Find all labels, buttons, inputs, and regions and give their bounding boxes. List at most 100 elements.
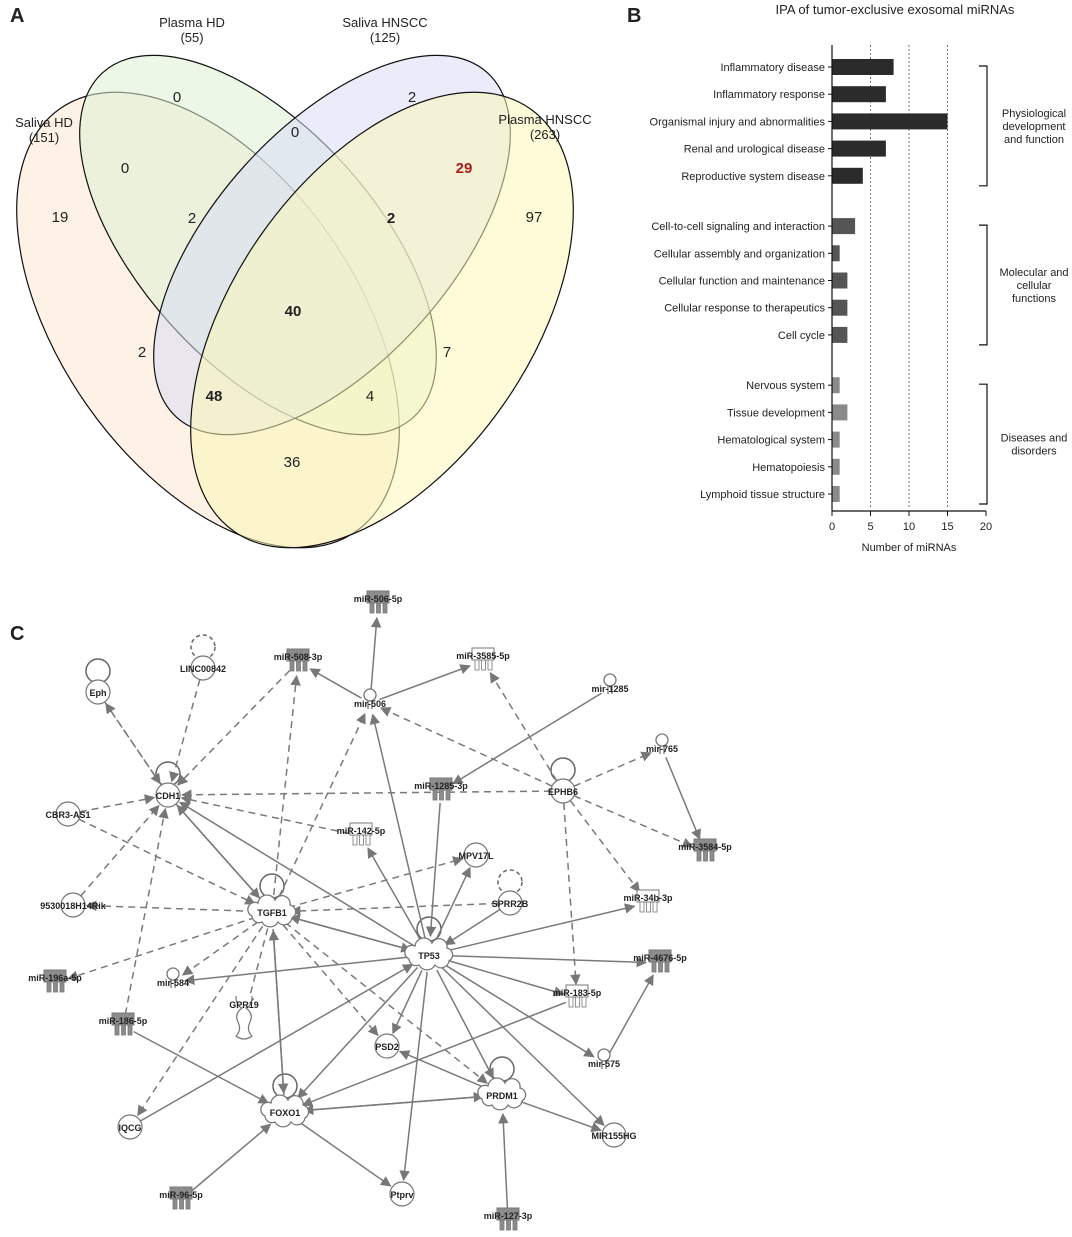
node-shape-mirna-leg bbox=[646, 901, 651, 913]
node-label: FOXO1 bbox=[270, 1108, 301, 1118]
network-node: miR-4676-5p bbox=[633, 949, 687, 973]
group-label: development bbox=[1003, 121, 1066, 133]
venn-region-count: 2 bbox=[387, 210, 395, 227]
node-shape-cloud bbox=[477, 1077, 527, 1111]
node-label: SPRR2B bbox=[492, 899, 529, 909]
network-edge bbox=[78, 818, 256, 905]
network-edge bbox=[244, 928, 269, 1008]
category-label: Reproductive system disease bbox=[681, 171, 825, 183]
network-node: SPRR2B bbox=[492, 890, 529, 916]
node-shape-mirna-leg bbox=[445, 789, 451, 801]
group-label: Molecular and bbox=[999, 267, 1068, 279]
bar bbox=[832, 140, 886, 157]
network-node: miR-186-5p bbox=[99, 1012, 148, 1036]
bar bbox=[832, 431, 840, 448]
bar-chart-panel: B IPA of tumor-exclusive exosomal miRNAs… bbox=[627, 2, 1069, 554]
node-shape-mirna-leg bbox=[696, 850, 702, 862]
venn-set-plasma-hnscc bbox=[190, 91, 574, 549]
node-shape-mirna-leg bbox=[114, 1024, 120, 1036]
node-shape-circle bbox=[374, 1033, 400, 1059]
node-label: miR-508-3p bbox=[274, 652, 323, 662]
node-label: miR-4676-5p bbox=[633, 953, 687, 963]
network-node: PRDM1 bbox=[477, 1077, 527, 1111]
category-label: Renal and urological disease bbox=[684, 144, 825, 156]
network-node: miR-3584-5p bbox=[678, 838, 732, 862]
node-shape-mirna-leg bbox=[487, 659, 493, 671]
network-edge bbox=[489, 672, 558, 782]
node-shape-mirna-leg bbox=[703, 850, 708, 862]
node-shape-mirna-leg bbox=[53, 981, 58, 993]
network-edge bbox=[301, 1001, 567, 1107]
node-shape-cloud bbox=[260, 1094, 310, 1128]
node-shape-hairpin-loop bbox=[166, 967, 180, 981]
network-edge bbox=[180, 789, 552, 801]
bar bbox=[832, 167, 863, 184]
venn-set-labels: Saliva HD (151) Plasma HD (55) Saliva HN… bbox=[15, 15, 591, 145]
node-label: PSD2 bbox=[375, 1042, 399, 1052]
category-label: Lymphoid tissue structure bbox=[700, 489, 825, 501]
category-label: Inflammatory response bbox=[713, 89, 825, 101]
network-edge bbox=[284, 921, 488, 1084]
category-label: Hematological system bbox=[717, 435, 825, 447]
network-edge bbox=[137, 925, 264, 1117]
network-edge bbox=[85, 900, 256, 913]
network-panel: C EphLINC00842miR-508-3pmiR-506-5pmiR-35… bbox=[10, 590, 732, 1231]
node-shape-mirna-leg bbox=[568, 996, 574, 1008]
group-label: cellular bbox=[1017, 280, 1052, 292]
node-shape-mirna-leg bbox=[121, 1024, 126, 1036]
network-node: Ptprv bbox=[389, 1181, 415, 1207]
node-label: EPHB6 bbox=[548, 787, 578, 797]
network-node: miR-96-5p bbox=[159, 1186, 203, 1210]
x-tick-label: 20 bbox=[980, 521, 992, 533]
network-edge bbox=[67, 916, 257, 981]
node-shape-circle bbox=[85, 679, 111, 705]
network-edge bbox=[444, 908, 501, 946]
network-edge bbox=[79, 794, 156, 813]
network-edges bbox=[67, 616, 701, 1210]
node-label: CBR3-AS1 bbox=[45, 810, 90, 820]
self-loop-edge bbox=[497, 869, 523, 895]
group-label: disorders bbox=[1011, 446, 1057, 458]
network-edge bbox=[369, 713, 426, 939]
network-edge bbox=[498, 1112, 509, 1210]
node-label: miR-1285-3p bbox=[414, 781, 468, 791]
network-node: miR-3585-5p bbox=[456, 647, 510, 671]
network-node: mir-584 bbox=[157, 967, 189, 988]
network-edge bbox=[445, 959, 565, 997]
network-edge bbox=[440, 966, 605, 1126]
node-label: IQCG bbox=[118, 1123, 141, 1133]
bar bbox=[832, 458, 840, 475]
network-node: TP53 bbox=[404, 937, 454, 971]
network-edge bbox=[104, 701, 161, 785]
node-shape-circle bbox=[60, 892, 86, 918]
network-edge bbox=[175, 803, 261, 899]
network-node: PSD2 bbox=[374, 1033, 400, 1059]
network-edge bbox=[379, 707, 553, 787]
panel-letter-a: A bbox=[10, 5, 24, 27]
network-node: mir-765 bbox=[646, 733, 678, 754]
set-count-saliva-hd: (151) bbox=[29, 130, 59, 145]
network-edge bbox=[297, 967, 419, 1099]
venn-region-count: 40 bbox=[285, 303, 302, 320]
node-shape-mirna-leg bbox=[376, 602, 381, 614]
node-label: PRDM1 bbox=[486, 1091, 518, 1101]
node-label: miR-3584-5p bbox=[678, 842, 732, 852]
node-shape-mirna-leg bbox=[179, 1198, 184, 1210]
node-label: miR-142-5p bbox=[337, 826, 386, 836]
category-label: Cellular function and maintenance bbox=[659, 276, 825, 288]
node-shape-mirna-leg bbox=[658, 961, 663, 973]
network-edge bbox=[563, 802, 581, 986]
network-edge bbox=[398, 1050, 487, 1090]
node-label: MPV17L bbox=[458, 851, 494, 861]
group-label: and function bbox=[1004, 134, 1064, 146]
node-shape-mirna-leg bbox=[652, 901, 658, 913]
network-edge bbox=[140, 963, 414, 1122]
network-edge bbox=[169, 679, 201, 783]
group-label: Diseases and bbox=[1001, 433, 1068, 445]
node-shape-mirna-leg bbox=[185, 1198, 191, 1210]
node-shape-mirna-leg bbox=[302, 660, 308, 672]
network-edge bbox=[181, 921, 259, 976]
node-shape-circle bbox=[55, 801, 81, 827]
venn-region-counts: 19 0 2 97 0 0 29 2 2 40 2 7 48 4 36 bbox=[52, 89, 543, 471]
network-edge bbox=[133, 1030, 270, 1104]
